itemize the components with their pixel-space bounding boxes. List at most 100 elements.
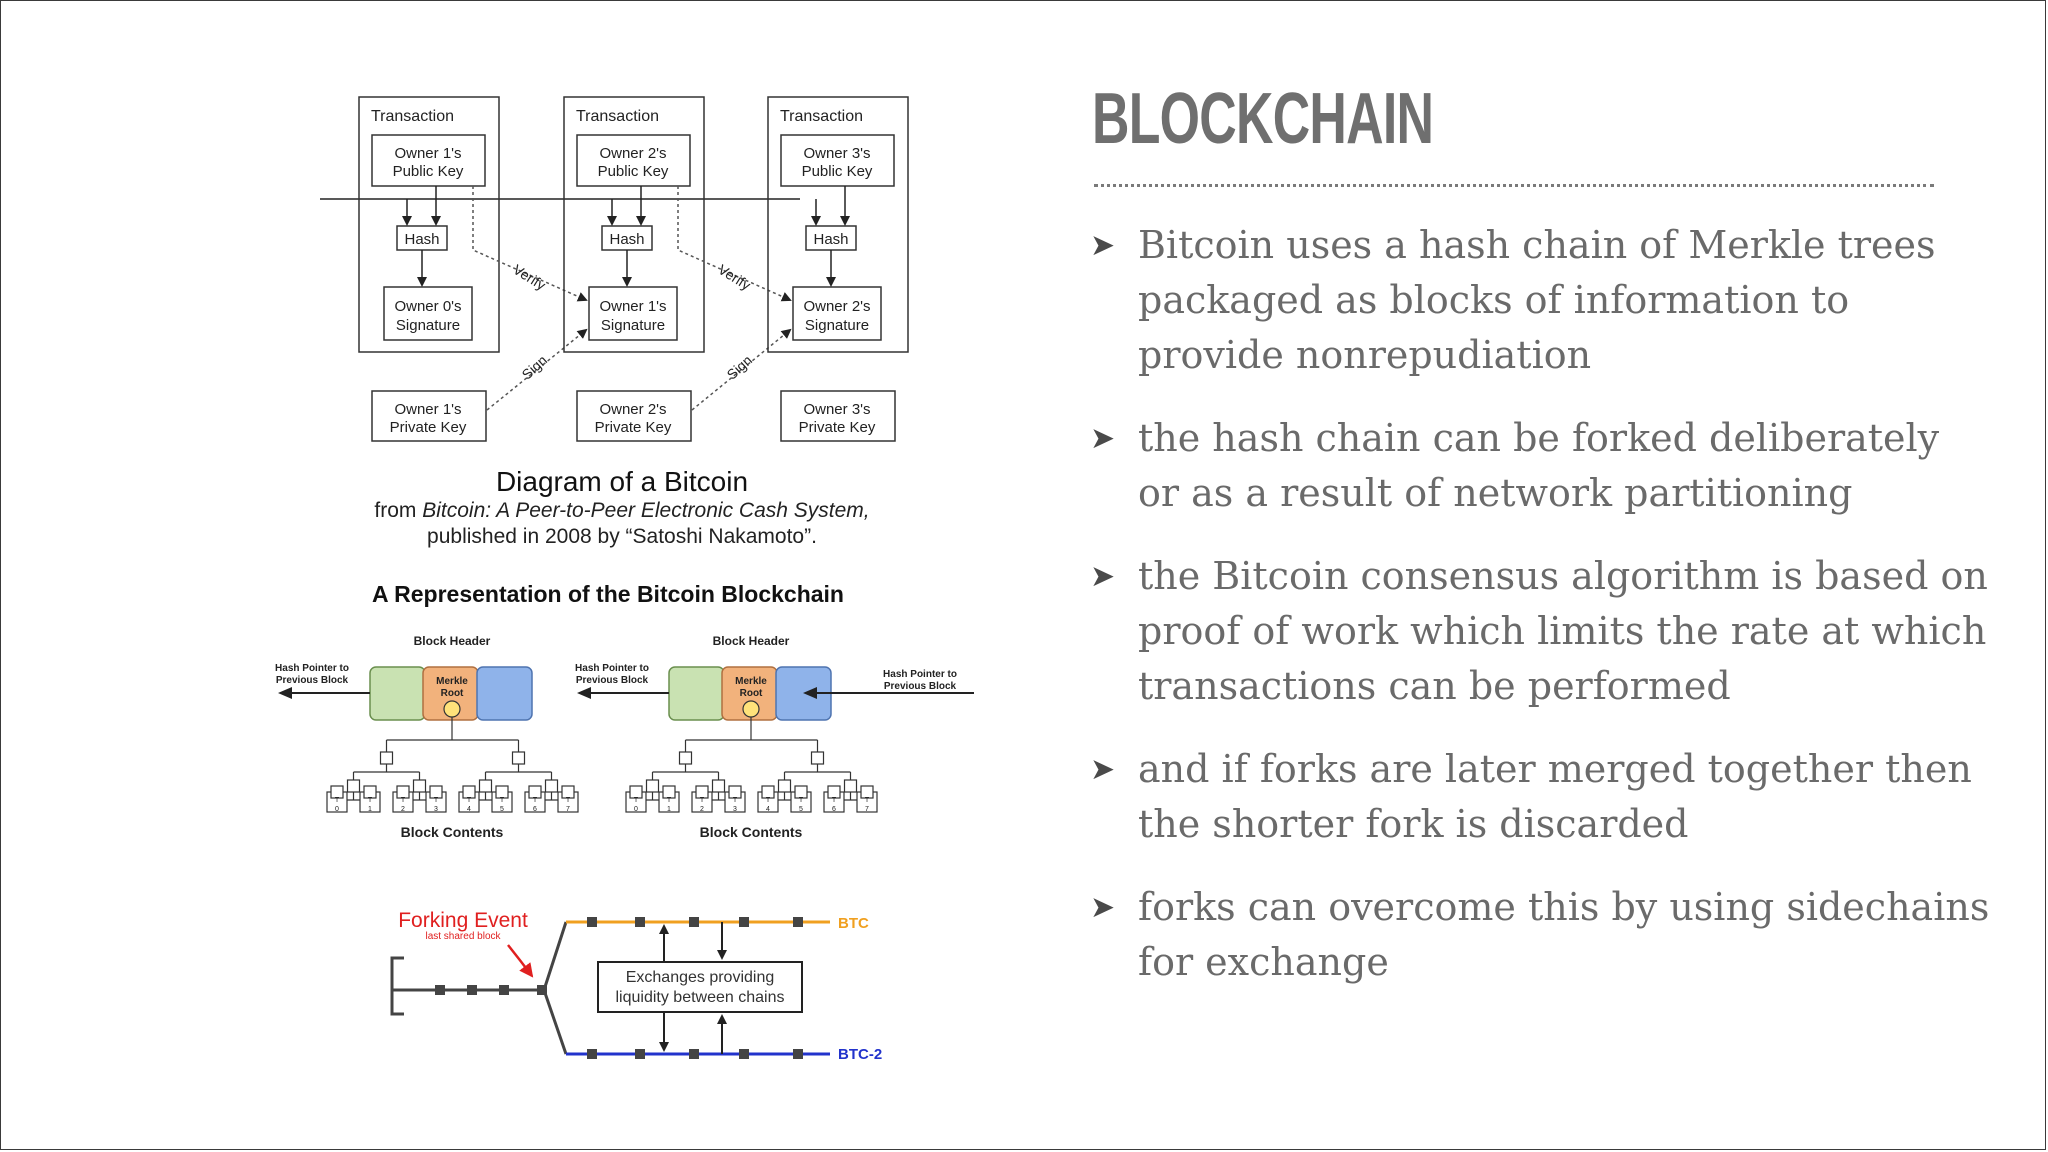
tree-node bbox=[843, 779, 858, 793]
arrow-head bbox=[577, 687, 591, 699]
block-contents-label: Block Contents bbox=[700, 824, 803, 840]
tree-node bbox=[379, 751, 394, 765]
leaf-label: T bbox=[500, 797, 505, 804]
btc2-chain-label: BTC-2 bbox=[838, 1046, 882, 1063]
tree-node bbox=[827, 785, 841, 799]
bullet-item: ➤ and if forks are later merged together… bbox=[1090, 742, 1990, 852]
leaf-label: T bbox=[832, 797, 837, 804]
tree-node bbox=[544, 779, 559, 793]
hash-label: Hash bbox=[813, 231, 848, 248]
sign-label: Sign bbox=[724, 352, 756, 383]
btc2-block-dot bbox=[587, 1049, 597, 1059]
leaf-label: T bbox=[335, 797, 340, 804]
leaf-label: T bbox=[533, 797, 538, 804]
hash-pointer-label: Previous Block bbox=[576, 675, 649, 686]
bullet-text: and if forks are later merged together t… bbox=[1138, 747, 1972, 846]
hash-box bbox=[396, 225, 448, 251]
transaction-header: Transaction bbox=[780, 108, 863, 125]
bullet-item: ➤ Bitcoin uses a hash chain of Merkle tr… bbox=[1090, 218, 1990, 383]
tree-node bbox=[363, 785, 377, 799]
private-key-label: Private Key bbox=[595, 419, 672, 436]
hash-pointer-label: Previous Block bbox=[884, 681, 957, 692]
leaf-label: 7 bbox=[566, 806, 570, 813]
transaction-header: Transaction bbox=[576, 108, 659, 125]
btc-block-dot bbox=[635, 917, 645, 927]
transaction-box bbox=[563, 96, 705, 353]
tree-node bbox=[810, 751, 825, 765]
verify-arrow bbox=[472, 186, 588, 302]
private-key-label: Owner 1's bbox=[394, 401, 461, 418]
sign-label: Sign bbox=[519, 352, 551, 383]
public-key-label: Owner 1's bbox=[394, 145, 461, 162]
merkle-label: Root bbox=[441, 688, 464, 699]
tree-node bbox=[860, 785, 874, 799]
btc-chain-label: BTC bbox=[838, 915, 869, 932]
diagram-caption-published: published in 2008 by “Satoshi Nakamoto”. bbox=[427, 525, 817, 548]
header-segment bbox=[369, 666, 426, 721]
leaf-label: 7 bbox=[865, 806, 869, 813]
bullet-arrow-icon: ➤ bbox=[1090, 228, 1116, 263]
hash-pointer-label: Previous Block bbox=[276, 675, 349, 686]
diagram-caption-source: from Bitcoin: A Peer-to-Peer Electronic … bbox=[374, 499, 869, 522]
bullet-list: ➤ Bitcoin uses a hash chain of Merkle tr… bbox=[1090, 218, 1990, 1018]
forking-diagram bbox=[390, 917, 830, 1059]
leaf-label: 1 bbox=[368, 806, 372, 813]
merkle-label: Merkle bbox=[735, 676, 767, 687]
leaf-label: T bbox=[799, 797, 804, 804]
private-key-box bbox=[371, 390, 487, 442]
tree-node bbox=[662, 785, 676, 799]
leaf-label: T bbox=[566, 797, 571, 804]
bullet-item: ➤ the hash chain can be forked deliberat… bbox=[1090, 411, 1990, 521]
btc2-block-dot bbox=[635, 1049, 645, 1059]
exchange-box bbox=[597, 961, 803, 1013]
leaf-label: T bbox=[401, 797, 406, 804]
diagram-caption-title: Diagram of a Bitcoin bbox=[496, 466, 748, 497]
bullet-arrow-icon: ➤ bbox=[1090, 890, 1116, 925]
merkle-label: Merkle bbox=[436, 676, 468, 687]
transaction-header: Transaction bbox=[371, 108, 454, 125]
btc-block-dot bbox=[587, 917, 597, 927]
leaf-label: T bbox=[766, 797, 771, 804]
leaf-label: 3 bbox=[434, 806, 438, 813]
block-contents-label: Block Contents bbox=[401, 824, 504, 840]
public-key-label: Owner 2's bbox=[599, 145, 666, 162]
arrow-head bbox=[803, 687, 817, 699]
signature-label: Owner 0's bbox=[394, 298, 461, 315]
bullet-item: ➤ the Bitcoin consensus algorithm is bas… bbox=[1090, 549, 1990, 714]
private-key-label: Owner 2's bbox=[599, 401, 666, 418]
btc-block-dot bbox=[793, 917, 803, 927]
tree-node bbox=[695, 785, 709, 799]
bullet-text: the hash chain can be forked deliberatel… bbox=[1138, 416, 1940, 515]
exchange-label-line2: liquidity between chains bbox=[616, 989, 785, 1006]
bullet-arrow-icon: ➤ bbox=[1090, 752, 1116, 787]
public-key-box bbox=[780, 134, 895, 187]
block-header-label: Block Header bbox=[713, 634, 790, 648]
signature-box bbox=[792, 286, 882, 341]
leaf-label: 0 bbox=[634, 806, 638, 813]
leaf-label: T bbox=[700, 797, 705, 804]
block-dot bbox=[499, 985, 509, 995]
tree-node bbox=[478, 779, 493, 793]
leaf-label: T bbox=[434, 797, 439, 804]
header-segment bbox=[668, 666, 725, 721]
leaf-label: 5 bbox=[500, 806, 504, 813]
leaf-label: T bbox=[667, 797, 672, 804]
slide-title: BLOCKCHAIN bbox=[1092, 79, 1434, 159]
tree-node bbox=[346, 779, 361, 793]
block-dot bbox=[537, 985, 547, 995]
public-key-label: Public Key bbox=[802, 163, 873, 180]
tree-node bbox=[495, 785, 509, 799]
leaf-label: 0 bbox=[335, 806, 339, 813]
transaction-box bbox=[767, 96, 909, 353]
block-header-label: Block Header bbox=[414, 634, 491, 648]
private-key-box bbox=[576, 390, 692, 442]
tree-node bbox=[629, 785, 643, 799]
forking-event-label: Forking Event bbox=[398, 909, 528, 932]
tree-node bbox=[711, 779, 726, 793]
btc2-block-dot bbox=[739, 1049, 749, 1059]
leaf-label: 1 bbox=[667, 806, 671, 813]
tree-node bbox=[761, 785, 775, 799]
